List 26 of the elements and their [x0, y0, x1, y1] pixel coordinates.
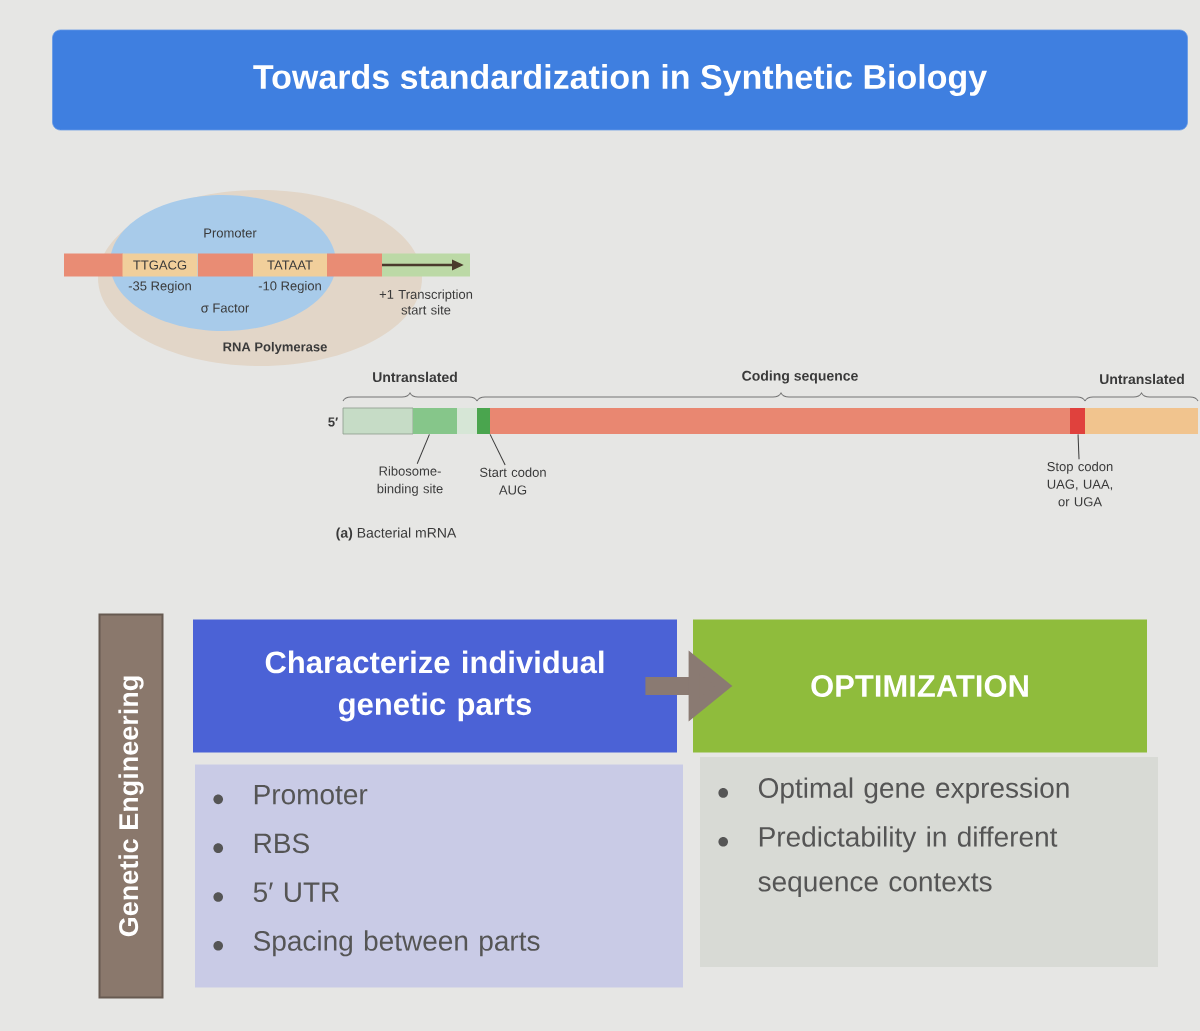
strand-end-label: 5′ [328, 417, 338, 427]
region-label: Untranslated [373, 371, 457, 383]
mrna-segment [413, 408, 457, 434]
mrna-segment [1070, 408, 1085, 434]
bullet-list-box: Optimal gene expression Predictability in different sequence contexts [700, 757, 1158, 967]
leader-line [489, 433, 506, 466]
leader-line [1077, 433, 1080, 460]
figure-caption: (a) Bacterial mRNA [336, 527, 457, 541]
heading-box: OPTIMIZATION [693, 619, 1147, 753]
sequence-box: TTGACG [122, 253, 198, 277]
site-label: +1 Transcription start site [379, 289, 473, 315]
part-label: Start codon AUG [480, 467, 546, 495]
sequence-box: TATAAT [253, 253, 327, 277]
part-label: Stop codon UAG, UAA, or UGA [1047, 461, 1113, 507]
side-tab: Genetic Engineering [98, 613, 164, 999]
bullet-list-box: Promoter RBS 5′ UTR Spacing between parts [195, 764, 683, 988]
leader-line [416, 433, 430, 465]
region-label: Untranslated [1100, 373, 1184, 385]
region-label: -35 Region [128, 280, 191, 294]
title-banner: Towards standardization in Synthetic Biology [52, 29, 1188, 131]
part-label: Ribosome-binding site [377, 466, 443, 496]
region-label: -10 Region [258, 280, 321, 294]
region-label: Coding sequence [742, 370, 858, 384]
mrna-segment [477, 408, 490, 434]
heading-box: Characterize individual genetic parts [193, 619, 677, 753]
promoter-label: Promoter [204, 228, 257, 238]
